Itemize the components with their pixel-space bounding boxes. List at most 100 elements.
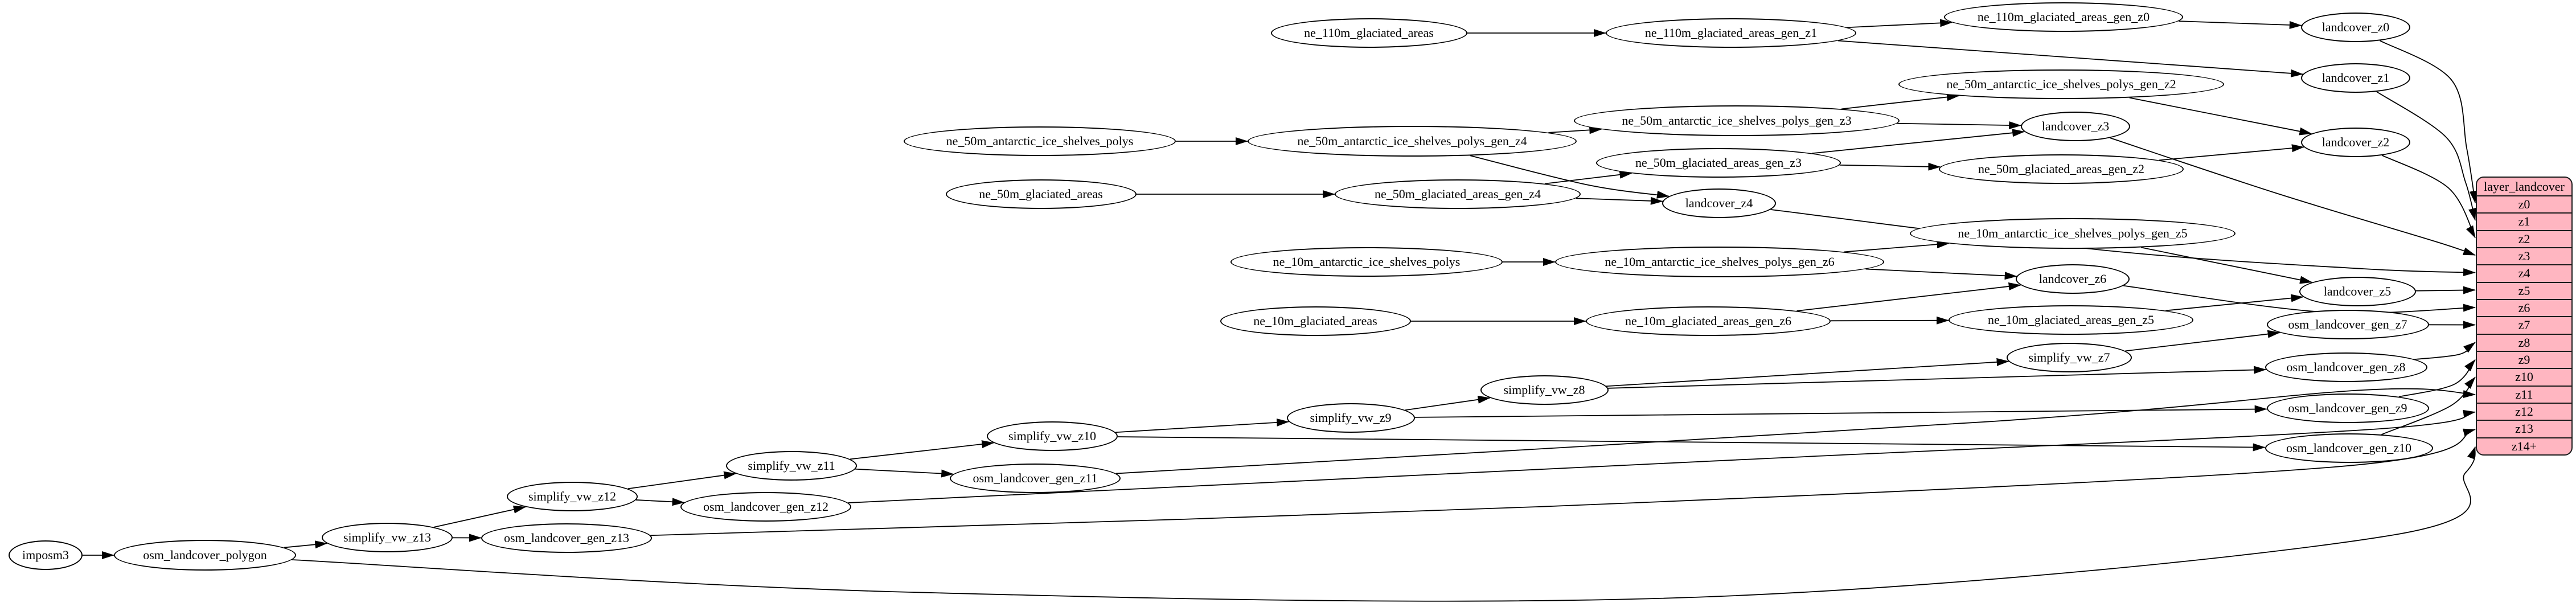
node-ne_10m_antarctic_ice_shelves_polys_gen_z5: ne_10m_antarctic_ice_shelves_polys_gen_z… <box>1910 218 2235 249</box>
edge-ne_50m_antarctic_ice_shelves_polys_gen_z4-to-ne_50m_antarctic_ice_shelves_polys_gen_z3 <box>1548 126 1602 134</box>
edge-osm_landcover_gen_z13-to-layer_landcover-z13 <box>650 428 2476 536</box>
node-ne_110m_glaciated_areas_gen_z0: ne_110m_glaciated_areas_gen_z0 <box>1944 2 2183 32</box>
node-ne_50m_antarctic_ice_shelves_polys_gen_z4: ne_50m_antarctic_ice_shelves_polys_gen_z… <box>1248 126 1577 157</box>
edge-ne_50m_antarctic_ice_shelves_polys_gen_z3-to-landcover_z3 <box>1897 121 2022 130</box>
node-ne_50m_glaciated_areas: ne_50m_glaciated_areas <box>945 179 1137 209</box>
edge-ne_50m_glaciated_areas_gen_z4-to-ne_50m_glaciated_areas_gen_z3 <box>1544 170 1632 184</box>
node-landcover_z6: landcover_z6 <box>2016 264 2130 294</box>
node-osm_landcover_polygon: osm_landcover_polygon <box>114 540 296 571</box>
edge-osm_landcover_gen_z10-to-layer_landcover-z10 <box>2381 376 2476 435</box>
edge-simplify_vw_z12-to-osm_landcover_gen_z12 <box>635 498 685 506</box>
node-simplify_vw_z12: simplify_vw_z12 <box>507 482 638 511</box>
table-row-z9: z9 <box>2477 350 2571 368</box>
edge-osm_landcover_gen_z12-to-layer_landcover-z12 <box>848 409 2476 503</box>
node-osm_landcover_gen_z12: osm_landcover_gen_z12 <box>680 492 851 522</box>
edge-ne_50m_antarctic_ice_shelves_polys_gen_z3-to-ne_50m_antarctic_ice_shelves_polys_gen_z2 <box>1841 93 1960 110</box>
node-landcover_z1: landcover_z1 <box>2301 63 2410 93</box>
edge-ne_10m_glaciated_areas_gen_z6-to-landcover_z6 <box>1796 282 2021 311</box>
node-landcover_z0: landcover_z0 <box>2301 13 2410 42</box>
edge-ne_50m_glaciated_areas_gen_z2-to-landcover_z2 <box>2159 144 2304 161</box>
table-row-z5: z5 <box>2477 281 2571 299</box>
table-row-z3: z3 <box>2477 247 2571 264</box>
edge-simplify_vw_z8-to-simplify_vw_z7 <box>1606 358 2009 387</box>
edge-ne_110m_glaciated_areas_gen_z1-to-landcover_z1 <box>1837 40 2304 77</box>
edge-ne_50m_antarctic_ice_shelves_polys_gen_z2-to-landcover_z2 <box>2129 97 2312 136</box>
node-ne_50m_glaciated_areas_gen_z4: ne_50m_glaciated_areas_gen_z4 <box>1335 179 1581 209</box>
table-row-z4: z4 <box>2477 264 2571 281</box>
edge-landcover_z3-to-layer_landcover-z3 <box>2110 137 2476 256</box>
edge-ne_10m_glaciated_areas_gen_z5-to-landcover_z5 <box>2165 294 2304 311</box>
edge-landcover_z4-to-layer_landcover-z4 <box>1770 209 2476 276</box>
layer-landcover-table-title: layer_landcover <box>2484 179 2565 194</box>
node-imposm3: imposm3 <box>9 540 83 570</box>
edge-osm_landcover_gen_z8-to-layer_landcover-z8 <box>2414 342 2476 360</box>
edge-ne_10m_antarctic_ice_shelves_polys_gen_z6-to-ne_10m_antarctic_ice_shelves_polys_gen_z5 <box>1844 240 1950 253</box>
table-row-z13: z13 <box>2477 420 2571 437</box>
node-osm_landcover_gen_z11: osm_landcover_gen_z11 <box>950 464 1121 493</box>
node-landcover_z5: landcover_z5 <box>2299 277 2416 306</box>
edge-osm_landcover_polygon-to-simplify_vw_z13 <box>284 540 328 549</box>
edge-simplify_vw_z8-to-osm_landcover_gen_z8 <box>1607 366 2267 389</box>
node-simplify_vw_z11: simplify_vw_z11 <box>726 451 857 481</box>
edge-landcover_z0-to-layer_landcover-z0 <box>2380 40 2477 204</box>
node-osm_landcover_gen_z10: osm_landcover_gen_z10 <box>2265 433 2433 463</box>
node-osm_landcover_gen_z13: osm_landcover_gen_z13 <box>481 523 652 553</box>
edge-simplify_vw_z13-to-simplify_vw_z12 <box>433 505 526 528</box>
node-simplify_vw_z9: simplify_vw_z9 <box>1286 403 1415 433</box>
edge-osm_landcover_polygon-to-layer_landcover-z14+ <box>292 446 2476 602</box>
table-row-z0: z0 <box>2477 195 2571 212</box>
table-row-z14+: z14+ <box>2477 437 2571 454</box>
table-row-z12: z12 <box>2477 402 2571 420</box>
node-osm_landcover_gen_z8: osm_landcover_gen_z8 <box>2265 352 2427 382</box>
edge-simplify_vw_z9-to-simplify_vw_z8 <box>1405 395 1491 411</box>
edge-simplify_vw_z11-to-simplify_vw_z10 <box>850 440 995 460</box>
node-ne_50m_glaciated_areas_gen_z3: ne_50m_glaciated_areas_gen_z3 <box>1596 148 1841 178</box>
table-row-z8: z8 <box>2477 333 2571 351</box>
edge-ne_10m_antarctic_ice_shelves_polys_gen_z5-to-landcover_z5 <box>2140 247 2313 284</box>
edge-osm_landcover_gen_z9-to-layer_landcover-z9 <box>2398 359 2476 397</box>
edge-simplify_vw_z10-to-simplify_vw_z9 <box>1115 418 1290 433</box>
edge-simplify_vw_z10-to-osm_landcover_gen_z10 <box>1117 436 2266 452</box>
table-row-z2: z2 <box>2477 229 2571 247</box>
edge-ne_10m_antarctic_ice_shelves_polys_gen_z6-to-landcover_z6 <box>1865 268 2017 280</box>
edge-ne_110m_glaciated_areas_gen_z1-to-ne_110m_glaciated_areas_gen_z0 <box>1847 19 1953 28</box>
edge-landcover_z1-to-layer_landcover-z1 <box>2376 91 2476 221</box>
node-ne_10m_glaciated_areas_gen_z5: ne_10m_glaciated_areas_gen_z5 <box>1949 305 2193 335</box>
node-ne_50m_glaciated_areas_gen_z2: ne_50m_glaciated_areas_gen_z2 <box>1939 154 2184 184</box>
edge-ne_50m_antarctic_ice_shelves_polys_gen_z4-to-landcover_z4 <box>1470 155 1670 199</box>
edge-ne_110m_glaciated_areas_gen_z0-to-landcover_z0 <box>2179 20 2302 29</box>
edge-simplify_vw_z9-to-osm_landcover_gen_z9 <box>1414 405 2267 418</box>
node-landcover_z3: landcover_z3 <box>2021 112 2130 141</box>
node-ne_50m_antarctic_ice_shelves_polys: ne_50m_antarctic_ice_shelves_polys <box>904 126 1176 156</box>
node-simplify_vw_z8: simplify_vw_z8 <box>1480 375 1609 405</box>
edge-simplify_vw_z11-to-osm_landcover_gen_z11 <box>855 468 954 478</box>
edge-simplify_vw_z7-to-osm_landcover_gen_z7 <box>2125 330 2280 352</box>
node-ne_10m_antarctic_ice_shelves_polys_gen_z6: ne_10m_antarctic_ice_shelves_polys_gen_z… <box>1555 247 1884 277</box>
node-ne_10m_antarctic_ice_shelves_polys: ne_10m_antarctic_ice_shelves_polys <box>1230 247 1503 277</box>
table-row-z6: z6 <box>2477 298 2571 316</box>
edge-ne_50m_glaciated_areas_gen_z4-to-landcover_z4 <box>1576 196 1663 205</box>
node-ne_50m_antarctic_ice_shelves_polys_gen_z2: ne_50m_antarctic_ice_shelves_polys_gen_z… <box>1898 69 2224 99</box>
edge-ne_50m_glaciated_areas_gen_z3-to-landcover_z3 <box>1812 129 2025 154</box>
edge-simplify_vw_z12-to-simplify_vw_z11 <box>627 471 737 490</box>
node-landcover_z2: landcover_z2 <box>2301 128 2410 157</box>
node-simplify_vw_z10: simplify_vw_z10 <box>987 421 1118 451</box>
table-row-z11: z11 <box>2477 385 2571 403</box>
node-osm_landcover_gen_z7: osm_landcover_gen_z7 <box>2266 310 2429 339</box>
edge-landcover_z2-to-layer_landcover-z2 <box>2381 154 2476 239</box>
node-simplify_vw_z7: simplify_vw_z7 <box>2007 343 2132 372</box>
node-ne_10m_glaciated_areas: ne_10m_glaciated_areas <box>1220 306 1411 336</box>
node-ne_10m_glaciated_areas_gen_z6: ne_10m_glaciated_areas_gen_z6 <box>1586 306 1831 336</box>
table-row-z1: z1 <box>2477 212 2571 229</box>
node-simplify_vw_z13: simplify_vw_z13 <box>322 523 453 552</box>
node-ne_110m_glaciated_areas_gen_z1: ne_110m_glaciated_areas_gen_z1 <box>1606 18 1856 48</box>
node-ne_50m_antarctic_ice_shelves_polys_gen_z3: ne_50m_antarctic_ice_shelves_polys_gen_z… <box>1574 105 1900 136</box>
edge-osm_landcover_gen_z11-to-layer_landcover-z11 <box>1115 388 2476 474</box>
node-ne_110m_glaciated_areas: ne_110m_glaciated_areas <box>1270 18 1467 48</box>
node-landcover_z4: landcover_z4 <box>1662 188 1776 218</box>
edge-ne_50m_glaciated_areas_gen_z3-to-ne_50m_glaciated_areas_gen_z2 <box>1839 162 1941 171</box>
table-row-z7: z7 <box>2477 316 2571 333</box>
